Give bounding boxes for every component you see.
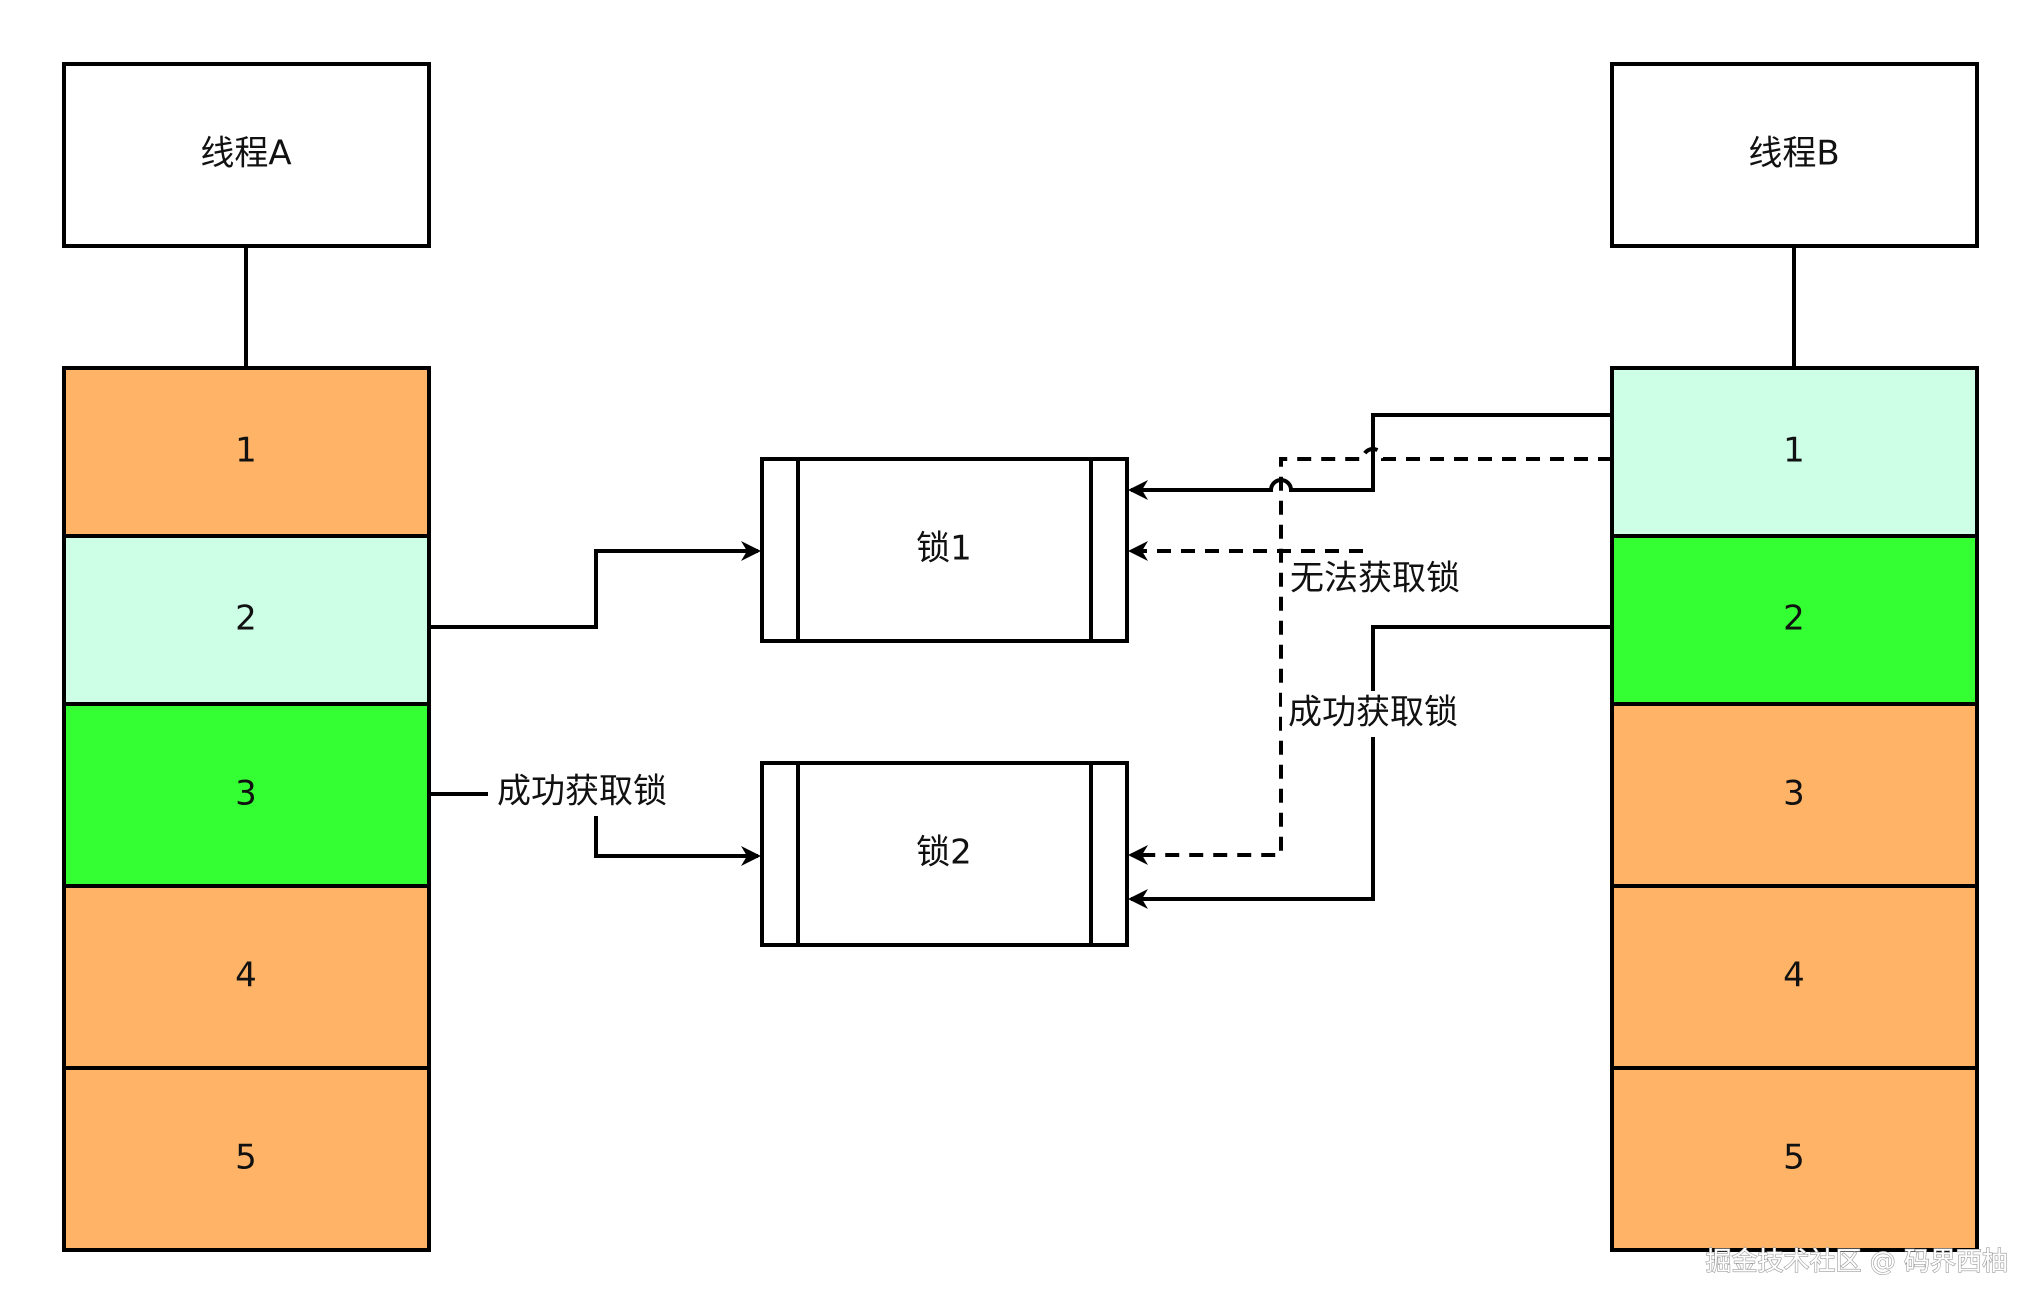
lock-2-box [760,761,1129,947]
thread-a-step-2-label: 2 [235,599,257,639]
thread-b: 线程B 1 2 3 4 5 [1610,62,1979,1252]
thread-a-step-1-label: 1 [235,431,257,471]
lock-2: 锁2 [760,761,1129,947]
thread-a-step-5-label: 5 [235,1138,257,1178]
thread-a-step-1-box [62,366,431,538]
thread-b-step-3-box [1610,702,1979,888]
thread-b-step-5-label: 5 [1783,1138,1805,1178]
thread-b-steps: 1 2 3 4 5 [1610,366,1979,1252]
edge-a3-label: 成功获取锁 [497,772,667,812]
thread-b-step-5-box [1610,1066,1979,1252]
thread-a-step-5-box [62,1066,431,1252]
lock-1-label: 锁1 [916,529,972,569]
thread-b-step-4-box [1610,884,1979,1070]
thread-a-title: 线程A [200,134,291,174]
edge-b2-to-lock2 [1128,625,1612,909]
thread-b-step-1-label: 1 [1783,431,1805,471]
thread-b-step-2-label: 2 [1783,599,1805,639]
lock-2-label: 锁2 [916,833,972,873]
lock-1: 锁1 [760,457,1129,643]
thread-b-title: 线程B [1748,134,1839,174]
thread-a-step-4-box [62,884,431,1070]
edge-b1-to-lock2 [1128,447,1612,865]
edge-a2-to-lock1 [429,541,761,629]
thread-a-step-3-label: 3 [235,774,257,814]
thread-a-title-box [62,62,431,248]
edge-b2-label: 成功获取锁 [1288,693,1458,733]
thread-a-step-4-label: 4 [235,956,257,996]
thread-b-step-3-label: 3 [1783,774,1805,814]
edge-b1-lock2-label: 无法获取锁 [1290,559,1460,599]
thread-a-steps: 1 2 3 4 5 [62,366,431,1252]
thread-a: 线程A 1 2 3 4 5 [62,62,431,1252]
thread-b-step-4-label: 4 [1783,956,1805,996]
thread-b-title-box [1610,62,1979,248]
lock-1-box [760,457,1129,643]
watermark: 掘金技术社区 @ 码界西柚 [1705,1247,2008,1277]
edge-b1-to-lock1 [1128,413,1612,500]
